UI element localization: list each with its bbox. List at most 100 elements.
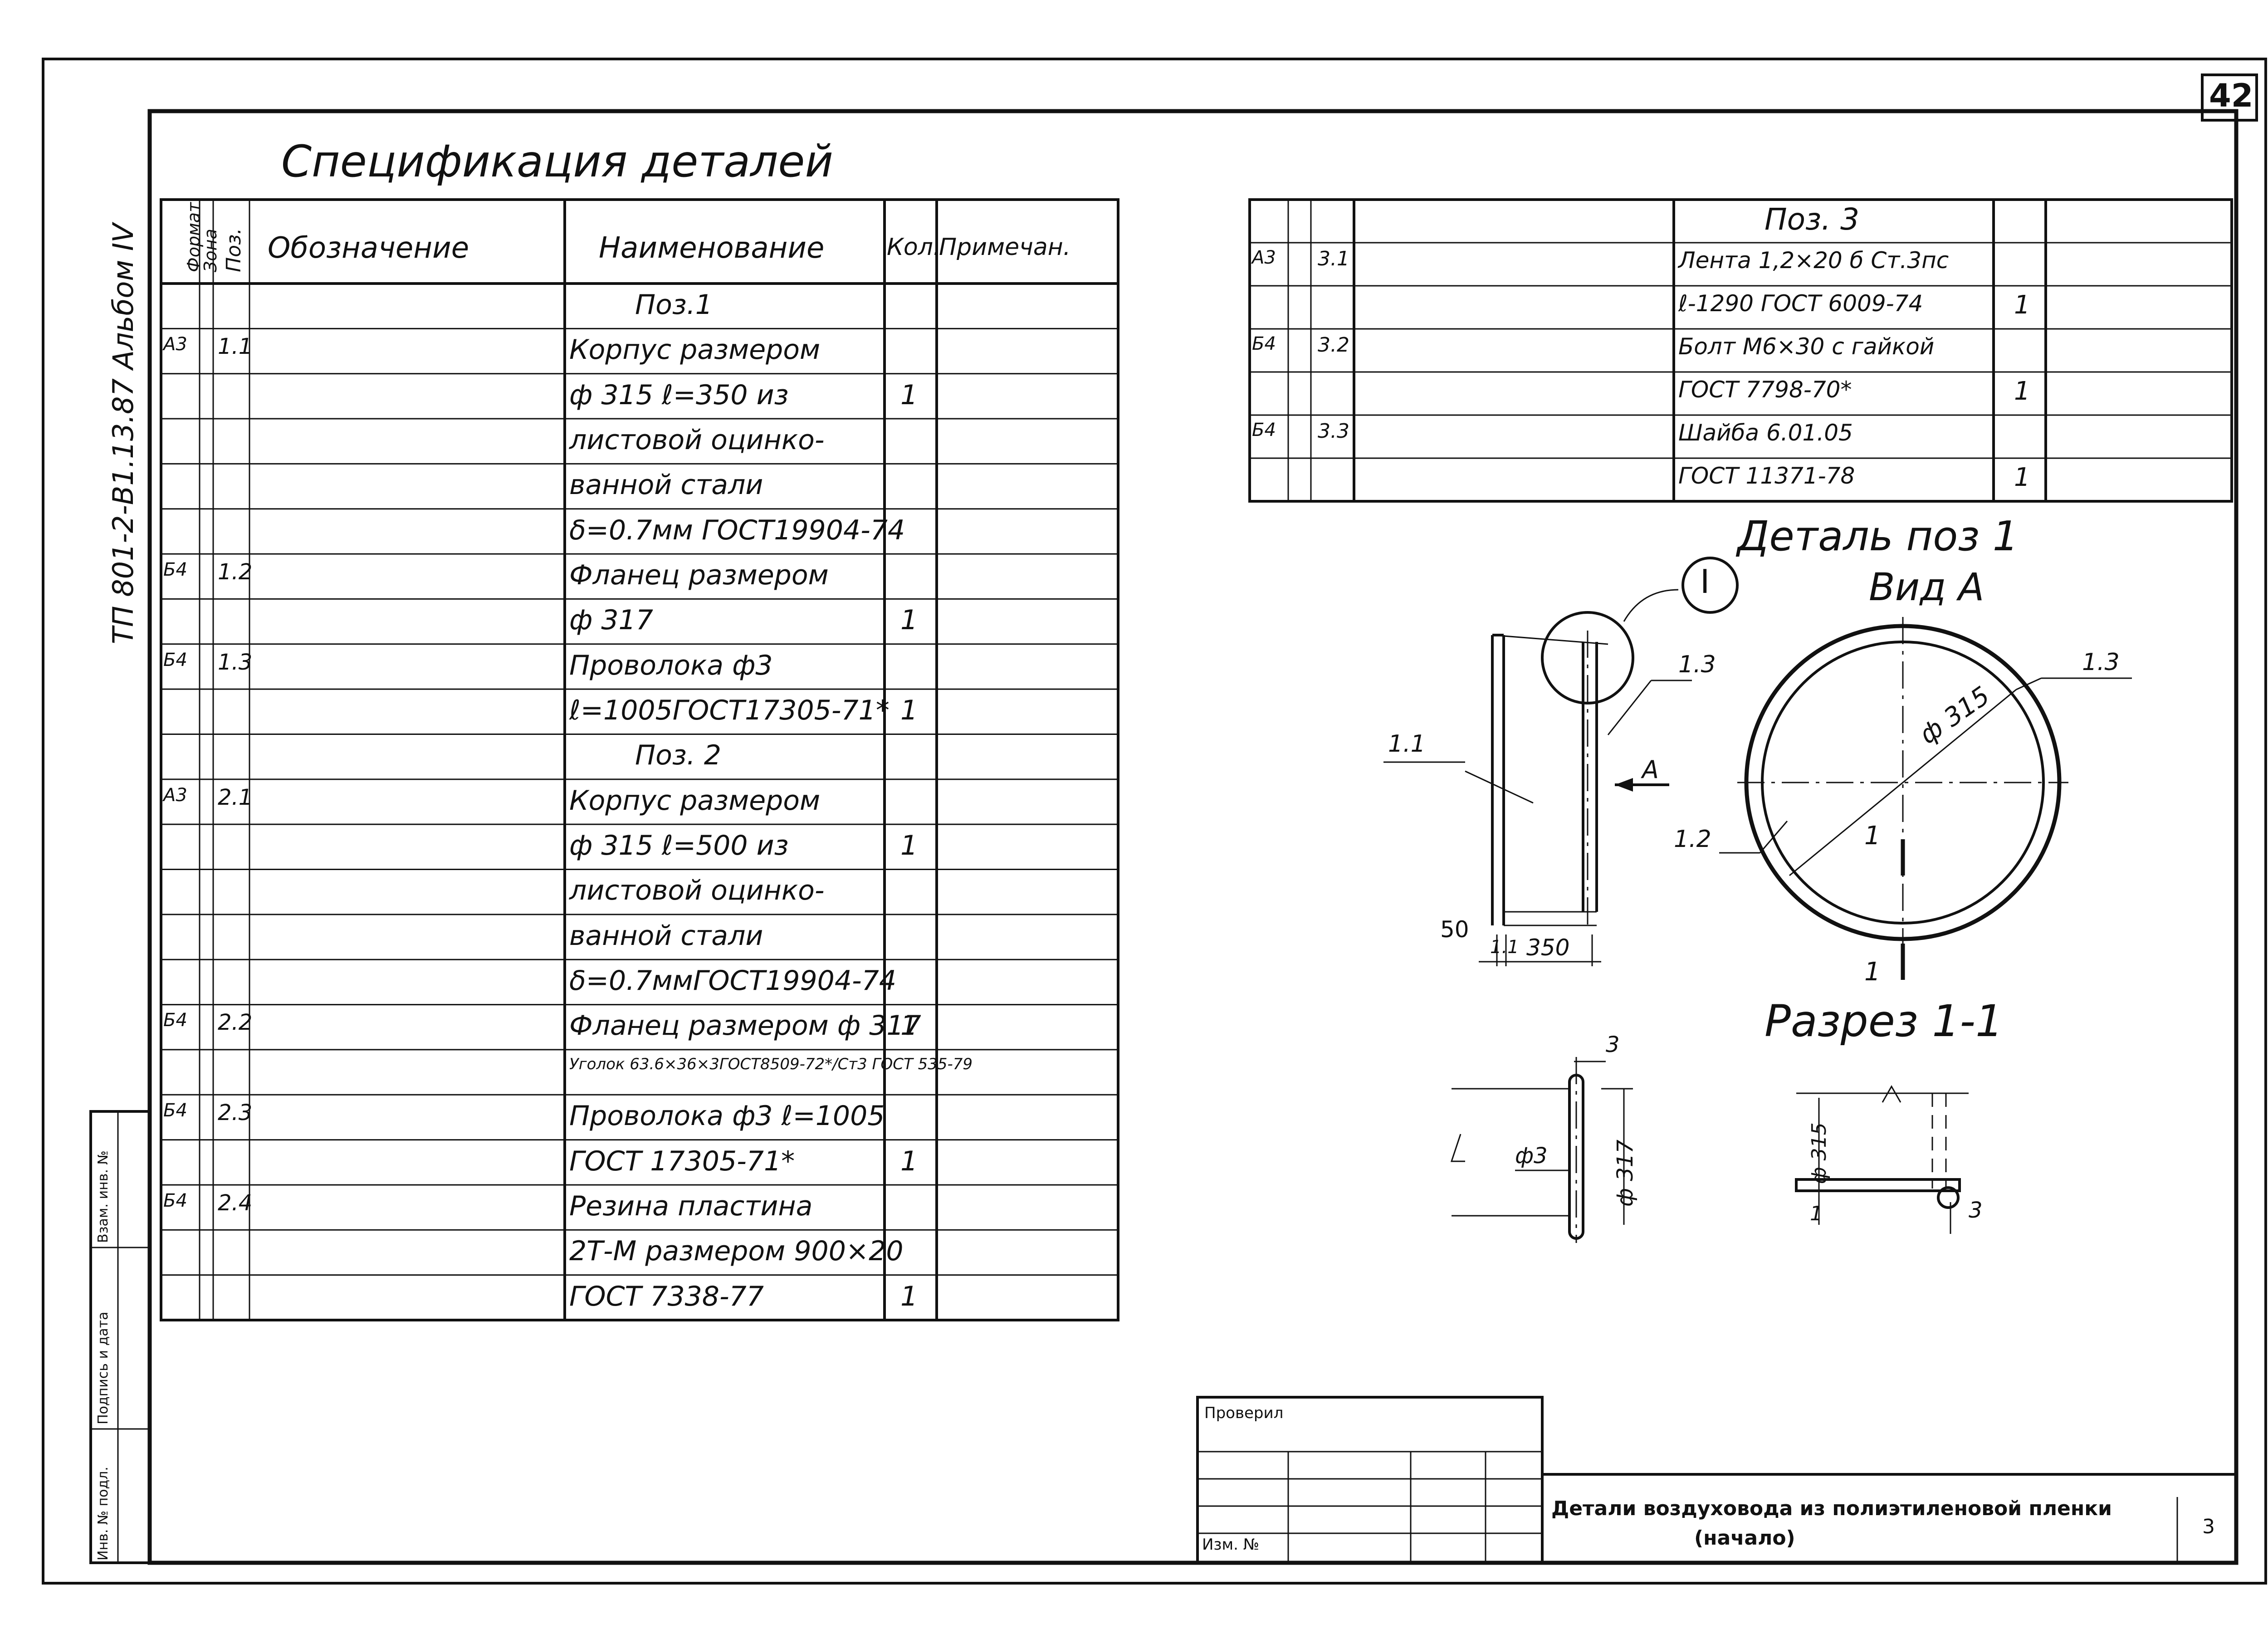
spec-row-name: δ=0.7ммГОСТ19904-74 xyxy=(569,965,896,997)
spec-row-qty: 1 xyxy=(900,1145,918,1177)
spec-row-qty: 1 xyxy=(900,1280,918,1312)
spec-row-name: ГОСТ 7338-77 xyxy=(569,1280,764,1312)
spec-row-name: ℓ=1005ГОСТ17305-71* xyxy=(569,695,890,727)
spec-row-pos: 1.1 xyxy=(218,334,253,360)
pos3-row-pos: 3.2 xyxy=(1318,333,1349,357)
pos3-row-pos: 3.1 xyxy=(1318,247,1349,270)
inner-frame xyxy=(147,109,2239,1565)
pos3-row-qty: 1 xyxy=(2014,462,2030,492)
sec-phi3: ф3 xyxy=(1515,1143,1548,1169)
spec-row-pos: 2.3 xyxy=(218,1100,253,1126)
pos3-row-name: Шайба 6.01.05 xyxy=(1678,419,1853,446)
header-designation: Обозначение xyxy=(268,231,469,265)
spec-row-format: Б4 xyxy=(163,649,187,670)
sec-1: 1 xyxy=(1810,1202,1823,1225)
spec-row-name: Поз. 2 xyxy=(635,739,722,772)
spec-row-pos: 2.4 xyxy=(218,1190,253,1216)
spec-row-format: А3 xyxy=(163,334,187,355)
spec-row-name: ГОСТ 17305-71* xyxy=(569,1145,795,1177)
title-block-lines xyxy=(1196,1396,2238,1564)
spec-row-pos: 1.2 xyxy=(218,559,253,585)
spec-row-name: 2Т-М размером 900×20 xyxy=(569,1235,904,1267)
pos3-row-format: Б4 xyxy=(1252,333,1276,354)
header-zone: Зона xyxy=(200,229,220,272)
spec-row-name: ф 315 ℓ=350 из xyxy=(569,379,789,411)
pos3-title: Поз. 3 xyxy=(1765,202,1860,237)
spec-row-name: листовой оцинко- xyxy=(569,875,825,907)
spec-row-format: Б4 xyxy=(163,1010,187,1031)
spec-row-format: А3 xyxy=(163,784,187,806)
pos3-row-lines xyxy=(1250,242,2232,502)
spec-row-name: Корпус размером xyxy=(569,334,821,366)
stamp-sign-date: Подпись и дата xyxy=(95,1311,111,1425)
spec-row-name: Уголок 63.6×36×3ГОСТ8509-72*/Ст3 ГОСТ 53… xyxy=(569,1055,973,1073)
left-stamp-lines xyxy=(89,1110,151,1564)
header-qty: Кол. xyxy=(887,234,941,261)
spec-row-name: Проволока ф3 ℓ=1005 xyxy=(569,1100,885,1132)
label-1-1: 1.1 xyxy=(1388,730,1426,758)
title-description-2: (начало) xyxy=(1694,1526,1795,1550)
title-description: Детали воздуховода из полиэтиленовой пле… xyxy=(1551,1497,2112,1520)
pos3-row-name: Болт М6×30 с гайкой xyxy=(1678,333,1935,360)
section-title: Разрез 1-1 xyxy=(1765,996,2004,1047)
pos3-row-name: Лента 1,2×20 б Ст.3пс xyxy=(1678,247,1949,274)
sec-phi317: ф 317 xyxy=(1613,1140,1638,1207)
spec-row-format: Б4 xyxy=(163,1100,187,1121)
spec-row-name: ванной стали xyxy=(569,469,763,501)
outer-frame xyxy=(42,58,2267,1585)
callout-i: I xyxy=(1700,563,1710,601)
dim-50: 50 xyxy=(1440,916,1469,943)
pos3-row-qty: 1 xyxy=(2014,290,2030,320)
pos3-row-pos: 3.3 xyxy=(1318,419,1349,443)
spec-row-name: ф 315 ℓ=500 из xyxy=(569,830,789,862)
sec-phi315: ф 315 xyxy=(1808,1122,1831,1184)
checked-label: Проверил xyxy=(1204,1404,1284,1422)
spec-row-name: ф 317 xyxy=(569,604,653,636)
spec-row-qty: 1 xyxy=(900,830,918,862)
spec-row-name: δ=0.7мм ГОСТ19904-74 xyxy=(569,514,905,546)
spec-row-name: Фланец размером xyxy=(569,559,829,591)
pos3-row-name: ГОСТ 11371-78 xyxy=(1678,462,1855,489)
cut-1-top: 1 xyxy=(1864,821,1881,851)
label-view-a: А xyxy=(1642,755,1659,784)
cut-1-bottom: 1 xyxy=(1864,957,1881,987)
spec-row-pos: 2.1 xyxy=(218,784,253,810)
spec-row-qty: 1 xyxy=(900,695,918,727)
pos3-row-name: ℓ-1290 ГОСТ 6009-74 xyxy=(1678,290,1923,317)
side-stamp: ТП 801-2-В1.13.87 Альбом IV xyxy=(107,223,140,644)
header-pos: Поз. xyxy=(222,228,245,272)
spec-row-pos: 1.3 xyxy=(218,649,253,675)
spec-row-lines xyxy=(161,328,1118,1276)
detail-side-view xyxy=(1383,557,1739,966)
spec-table-lines xyxy=(160,198,1119,1321)
spec-row-name: Резина пластина xyxy=(569,1190,813,1222)
label-1-3-view: 1.3 xyxy=(2082,649,2120,676)
header-note: Примечан. xyxy=(939,234,1071,261)
view-a-title: Вид А xyxy=(1869,565,1984,609)
spec-row-name: листовой оцинко- xyxy=(569,424,825,456)
dim-350: 350 xyxy=(1526,934,1570,961)
spec-row-name: ванной стали xyxy=(569,920,763,952)
sheet-number: 42 xyxy=(2209,77,2253,114)
spec-row-format: Б4 xyxy=(163,1190,187,1211)
spec-row-pos: 2.2 xyxy=(218,1010,253,1036)
spec-title: Спецификация деталей xyxy=(281,136,833,187)
spec-row-name: Фланец размером ф 317 xyxy=(569,1010,921,1042)
spec-row-qty: 1 xyxy=(900,379,918,411)
spec-row-name: Поз.1 xyxy=(635,289,713,321)
pos3-row-format: А3 xyxy=(1252,247,1276,268)
header-name: Наименование xyxy=(599,231,825,265)
spec-row-qty: 1 xyxy=(900,1010,918,1042)
section-left xyxy=(1450,1057,1633,1243)
spec-row-qty: 1 xyxy=(900,604,918,636)
change-doc-label: Изм. № xyxy=(1202,1536,1260,1554)
dim-1-1: 1.1 xyxy=(1490,937,1519,958)
label-1-3-side: 1.3 xyxy=(1678,651,1716,678)
spec-row-format: Б4 xyxy=(163,559,187,580)
title-sheet-small: 3 xyxy=(2202,1515,2215,1538)
stamp-replace-inv: Взам. инв. № xyxy=(95,1150,111,1243)
sec-3-left: 3 xyxy=(1606,1032,1620,1057)
sec-3-right: 3 xyxy=(1969,1198,1983,1223)
stamp-inv-no: Инв. № подл. xyxy=(95,1467,111,1561)
section-right xyxy=(1795,1085,1969,1234)
